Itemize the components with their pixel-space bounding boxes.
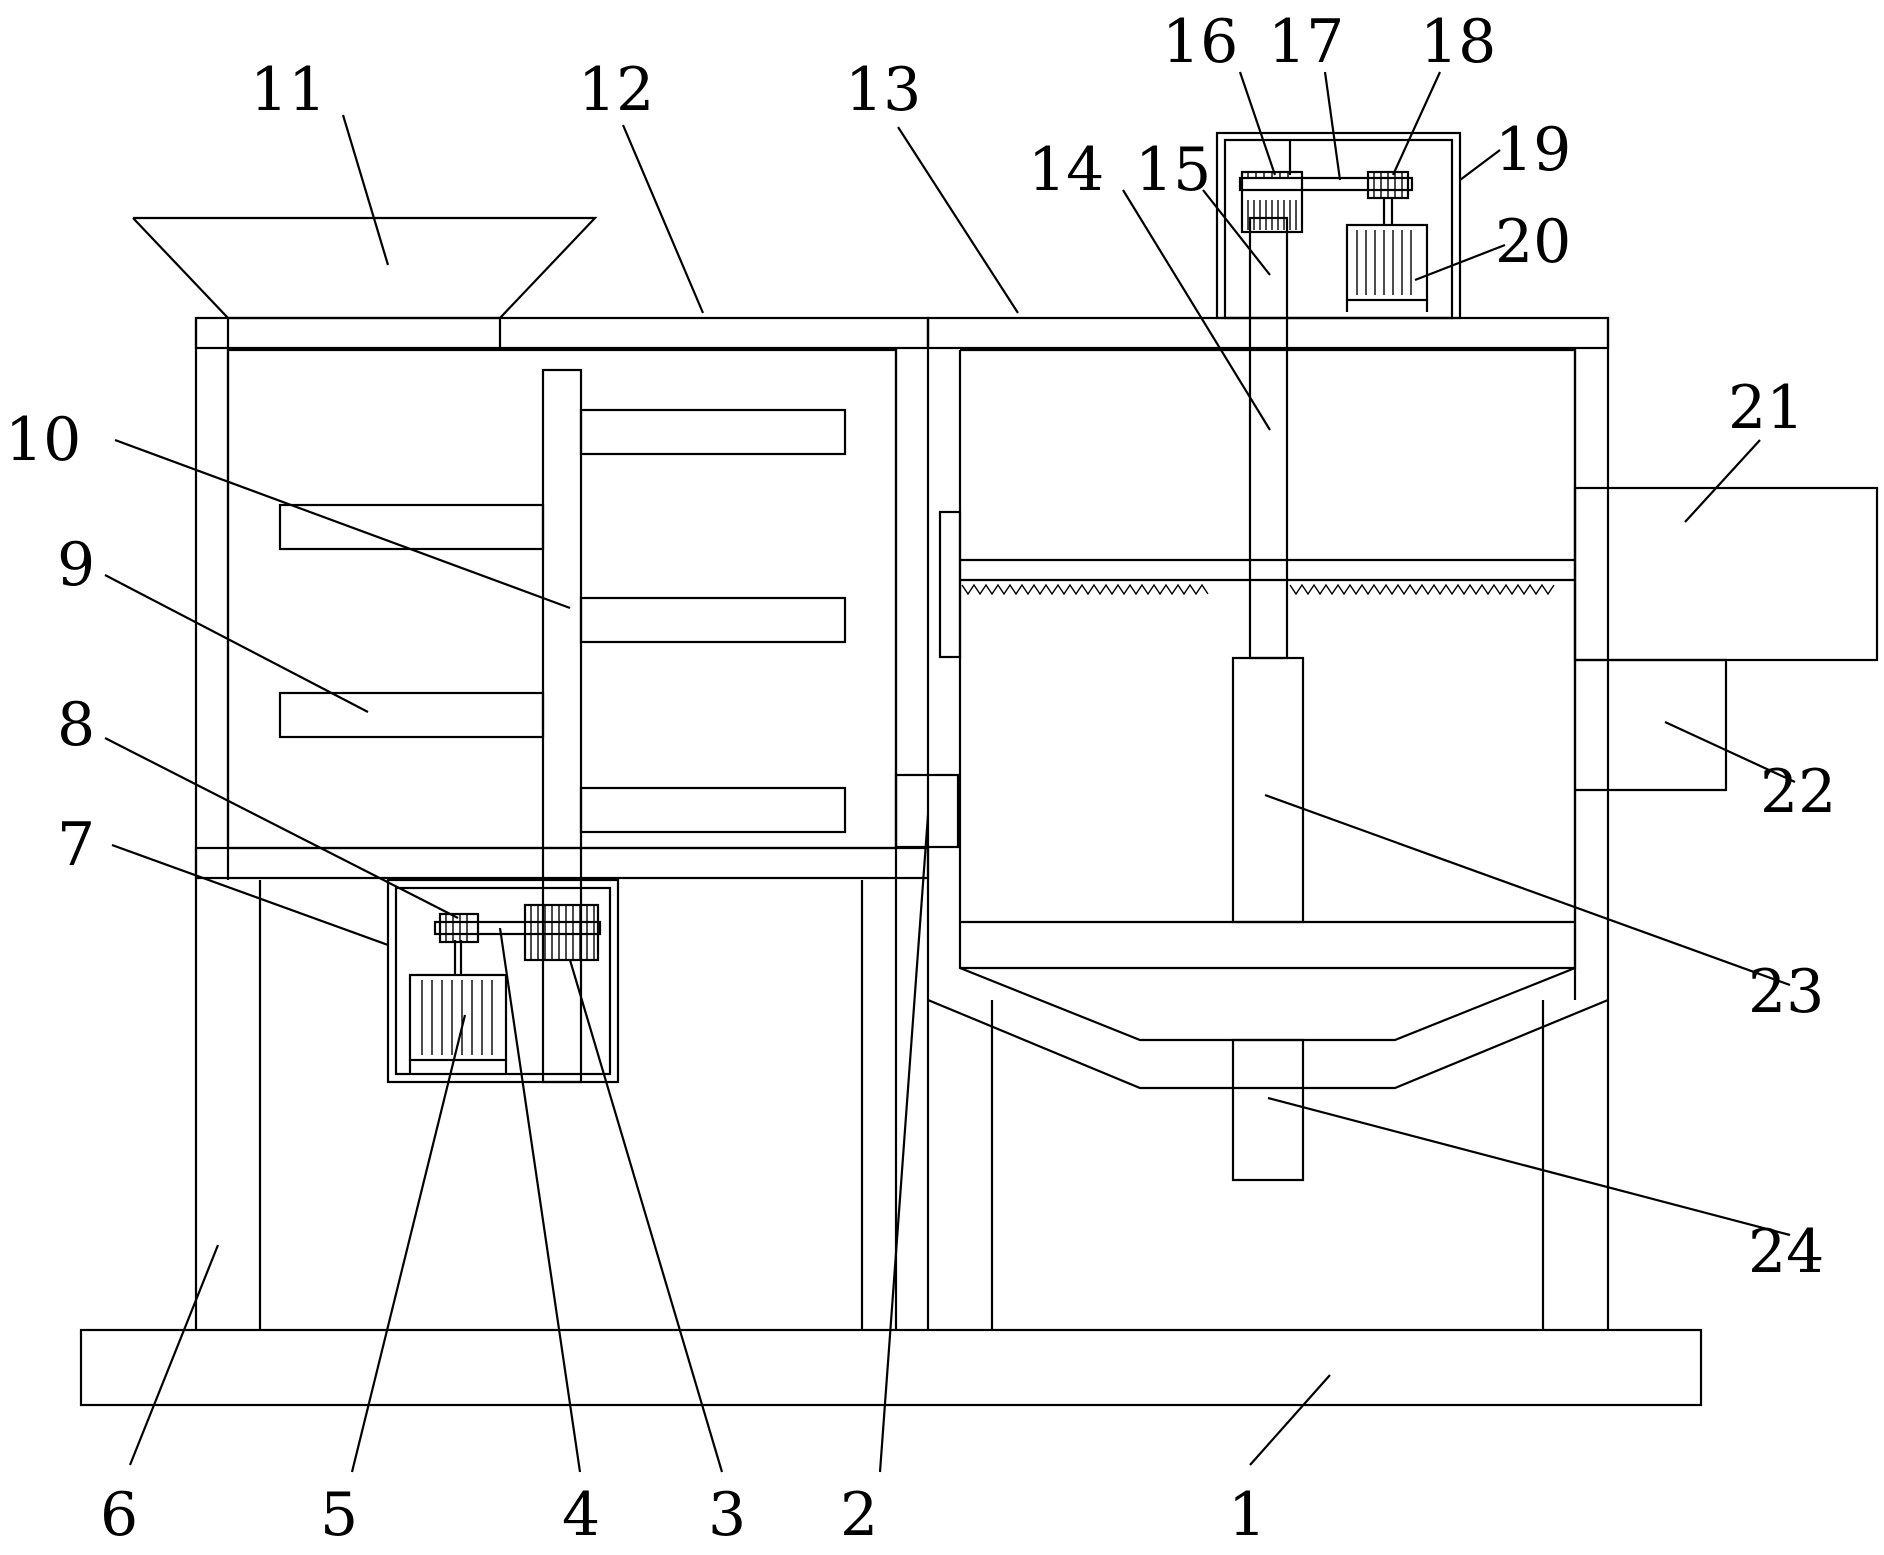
leader-lines — [104, 71, 1796, 1473]
label-13: 13 — [845, 55, 921, 125]
outlet-pipe-lower — [1575, 658, 1728, 792]
callout-labels: 1 2 3 4 5 6 7 8 9 10 11 12 13 14 15 16 1… — [5, 7, 1836, 1550]
label-24: 24 — [1748, 1217, 1824, 1287]
label-4: 4 — [562, 1480, 600, 1550]
right-frame — [926, 316, 1610, 1330]
label-14: 14 — [1028, 135, 1104, 205]
label-19: 19 — [1495, 115, 1571, 185]
label-11: 11 — [250, 55, 326, 125]
base-plate — [79, 1328, 1703, 1407]
press-column — [1231, 656, 1305, 924]
label-17: 17 — [1268, 7, 1344, 77]
label-2: 2 — [840, 1480, 878, 1550]
label-3: 3 — [708, 1480, 746, 1550]
connecting-pipe — [894, 773, 960, 849]
stirring-blades — [278, 408, 847, 834]
label-18: 18 — [1420, 7, 1496, 77]
label-20: 20 — [1495, 207, 1571, 277]
mixing-box — [226, 348, 898, 850]
top-motor-box — [1215, 131, 1462, 320]
label-12: 12 — [578, 55, 654, 125]
left-frame — [194, 316, 930, 1330]
label-22: 22 — [1760, 757, 1836, 827]
label-6: 6 — [100, 1480, 138, 1550]
label-8: 8 — [57, 690, 95, 760]
vertical-shaft — [1248, 216, 1289, 660]
label-10: 10 — [5, 405, 81, 475]
feed-hopper — [132, 216, 598, 320]
label-23: 23 — [1748, 957, 1824, 1027]
label-7: 7 — [57, 810, 95, 880]
lower-motor-box — [386, 878, 620, 1084]
label-1: 1 — [1228, 1480, 1266, 1550]
label-16: 16 — [1162, 7, 1238, 77]
label-9: 9 — [57, 530, 95, 600]
label-21: 21 — [1728, 373, 1804, 443]
outlet-pipe-upper — [1573, 486, 1879, 662]
discharge-pipe — [1231, 1038, 1305, 1182]
label-5: 5 — [320, 1480, 358, 1550]
label-15: 15 — [1135, 135, 1211, 205]
filter-tank — [938, 348, 1577, 1042]
